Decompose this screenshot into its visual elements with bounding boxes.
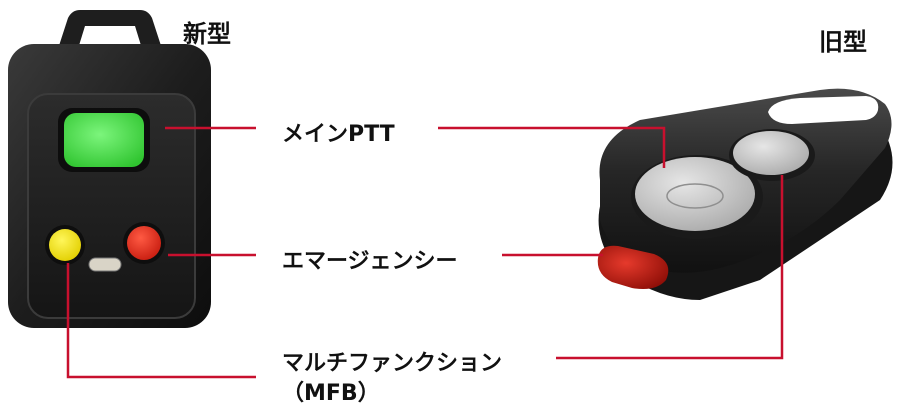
main-ptt-label: メインPTT xyxy=(282,122,395,147)
mfb-label-line1: マルチファンクション xyxy=(282,351,503,376)
new-emergency-button xyxy=(127,226,161,260)
old-main-ptt-button xyxy=(635,157,755,231)
old-emergency-button xyxy=(597,245,669,289)
leader-mfb-old xyxy=(556,175,784,360)
old-device-slot xyxy=(768,96,879,124)
leader-lines xyxy=(66,126,784,379)
new-device xyxy=(8,10,211,328)
old-device xyxy=(597,88,893,300)
mfb-label-line2: （MFB） xyxy=(282,381,380,406)
leader-mfb-new xyxy=(66,263,256,379)
emergency-label: エマージェンシー xyxy=(282,249,458,274)
new-model-title: 新型 xyxy=(183,20,231,48)
old-ptt-ring xyxy=(666,183,724,209)
new-mfb-button xyxy=(49,229,81,261)
old-mfb-button xyxy=(733,131,809,175)
new-led-indicator xyxy=(88,257,122,272)
new-main-ptt-button xyxy=(64,113,144,167)
leader-main-ptt-old xyxy=(438,126,666,168)
old-model-title: 旧型 xyxy=(819,28,867,56)
